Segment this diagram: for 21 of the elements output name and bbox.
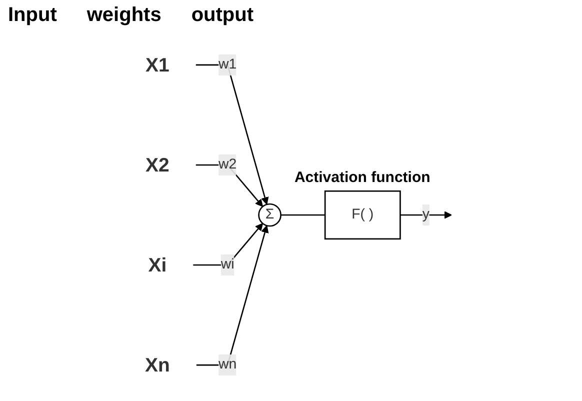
arrow: [196, 164, 263, 207]
edge-label: y: [422, 207, 430, 222]
diagram-label: weights: [86, 4, 162, 27]
edge-label: wn: [218, 357, 236, 372]
connector: [280, 214, 325, 216]
edge-label: w2: [218, 157, 236, 172]
node-box: [324, 190, 401, 240]
edge-label: wi: [220, 257, 234, 272]
node-text: Xn: [144, 354, 170, 376]
edge-label: w1: [218, 57, 236, 72]
node-text: X1: [145, 54, 170, 76]
diagram-label: output: [191, 4, 254, 27]
node-caption: Activation function: [294, 169, 430, 186]
arrow: [196, 225, 268, 366]
diagram-label: Input: [8, 4, 57, 27]
arrow: [193, 223, 263, 266]
arrow: [196, 64, 268, 205]
node-text: X2: [145, 154, 170, 176]
node-text: Xi: [148, 254, 166, 276]
node-circle: [258, 203, 282, 227]
arrow: [400, 211, 452, 219]
